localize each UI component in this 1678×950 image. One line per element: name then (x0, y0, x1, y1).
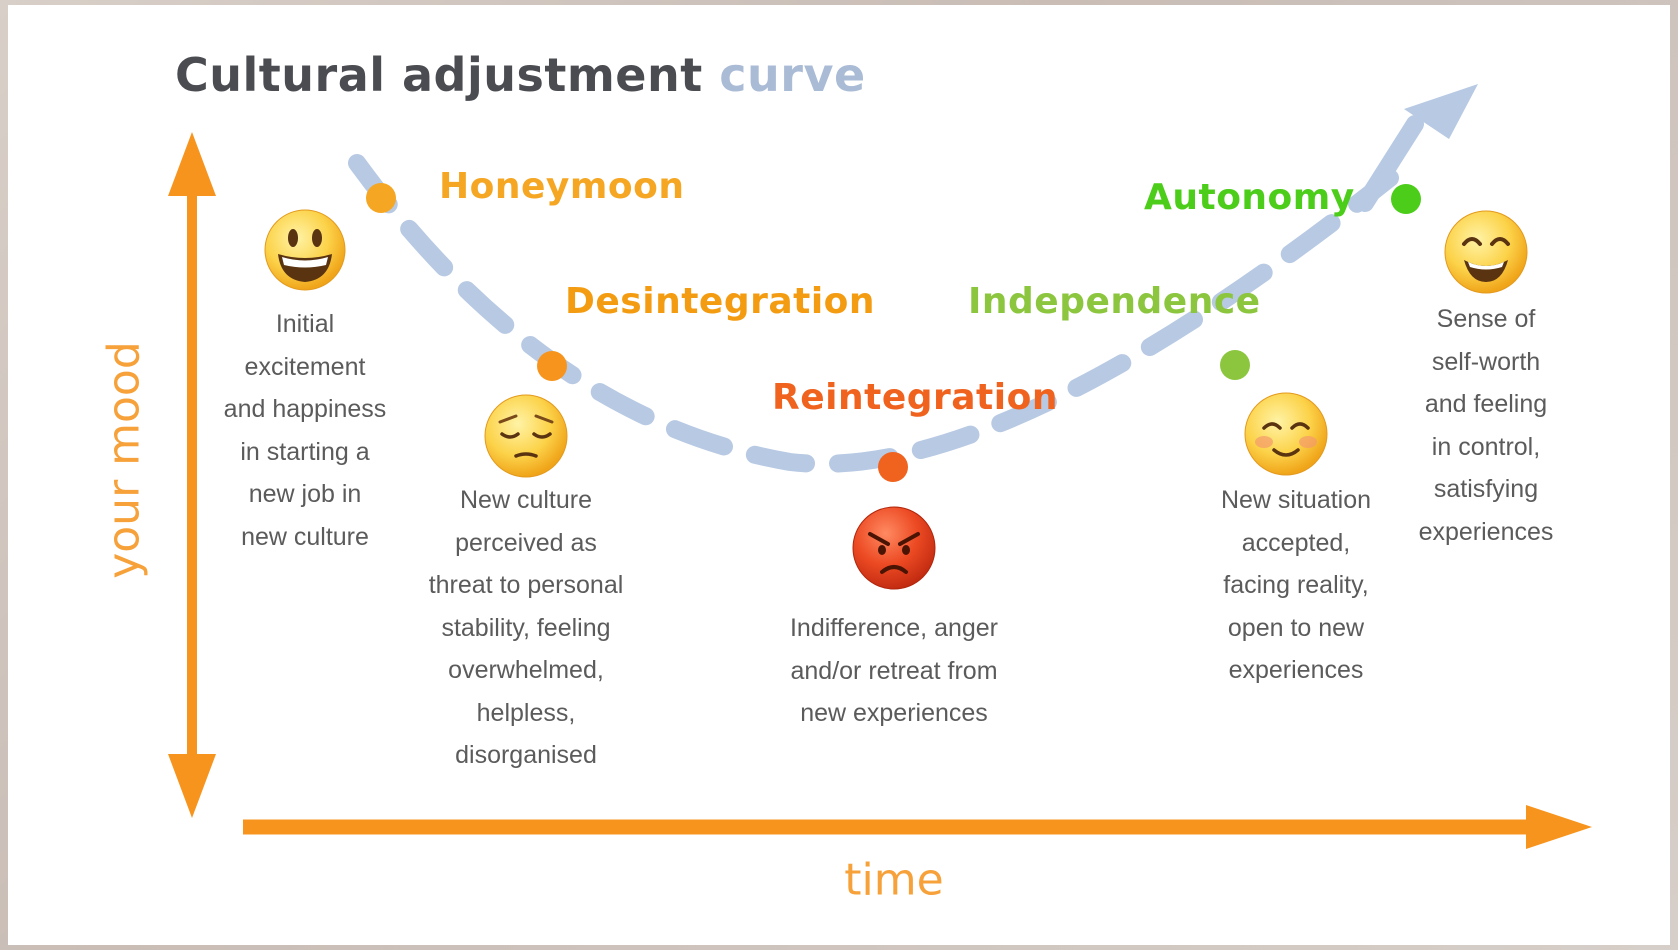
y-axis-arrow (168, 132, 216, 818)
x-axis-label: time (844, 854, 944, 906)
curve-arrowhead (1404, 84, 1478, 139)
title-main: Cultural adjustment (175, 48, 703, 102)
smiling-face-icon (1444, 210, 1528, 294)
stage-label-reintegration: Reintegration (772, 377, 1058, 418)
description-desintegration: New culture perceived as threat to perso… (428, 486, 624, 769)
stage-label-desintegration: Desintegration (565, 281, 876, 322)
honeymoon-marker (366, 183, 396, 213)
y-axis-label: your mood (98, 341, 150, 579)
stage-label-independence: Independence (968, 281, 1261, 322)
x-axis-arrow (243, 805, 1592, 849)
page-title: Cultural adjustment curve (175, 48, 866, 102)
autonomy-marker (1391, 184, 1421, 214)
reintegration-marker (878, 452, 908, 482)
stage-label-autonomy: Autonomy (1144, 177, 1355, 218)
independence-marker (1220, 350, 1250, 380)
grinning-face-icon (264, 209, 346, 291)
stage-label-honeymoon: Honeymoon (439, 166, 685, 207)
blushing-smile-face-icon (1244, 392, 1328, 476)
adjustment-curve (348, 84, 1478, 473)
pensive-face-icon (484, 394, 568, 478)
description-reintegration: Indifference, anger and/or retreat from … (789, 614, 999, 727)
description-independence: New situation accepted, facing reality, … (1220, 486, 1372, 684)
description-honeymoon: Initial excitement and happiness in star… (223, 310, 387, 551)
description-autonomy: Sense of self-worth and feeling in contr… (1418, 305, 1554, 546)
desintegration-marker (537, 351, 567, 381)
angry-face-icon (852, 506, 936, 590)
title-accent: curve (719, 48, 866, 102)
